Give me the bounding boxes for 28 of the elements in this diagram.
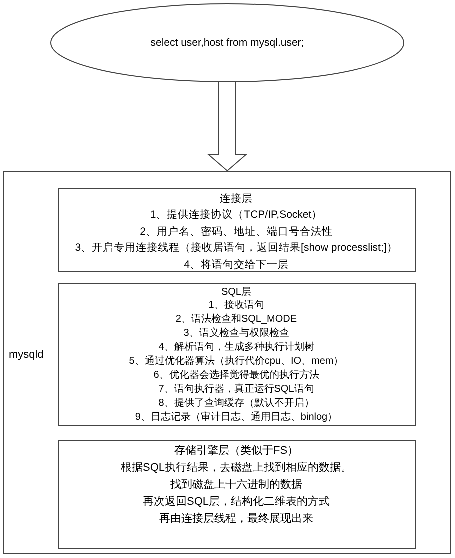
layer-item: 再由连接层线程，最终展现出来 bbox=[160, 512, 314, 526]
layer-item: 2、用户名、密码、地址、端口号合法性 bbox=[140, 224, 333, 240]
layer-item: 3、开启专用连接线程（接收居语句，返回结果[show processlist;]） bbox=[75, 241, 398, 256]
layer-box bbox=[58, 440, 416, 548]
layer-box bbox=[58, 188, 416, 272]
query-ellipse bbox=[50, 3, 405, 83]
layer-heading: 存储引擎层（类似于FS） bbox=[174, 444, 299, 458]
layer-item: 7、语句执行器，真正运行SQL语句 bbox=[158, 382, 314, 397]
layer-heading: 连接层 bbox=[220, 192, 253, 206]
layer-item: 根据SQL执行结果，去磁盘上找到相应的数据。 bbox=[120, 460, 352, 476]
layer-item: 5、通过优化器算法（执行代价cpu、IO、mem） bbox=[129, 355, 344, 369]
block-arrow bbox=[208, 82, 248, 172]
layer-heading: SQL层 bbox=[221, 286, 252, 300]
layer-item: 3、语义检查与权限检查 bbox=[184, 327, 290, 342]
layer-item: 1、提供连接协议（TCP/IP,Socket） bbox=[150, 208, 323, 223]
layer-item: 4、将语句交给下一层 bbox=[184, 258, 289, 272]
query-text: select user,host from mysql.user; bbox=[150, 36, 306, 50]
layer-item: 8、提供了查询缓存（默认不开启） bbox=[158, 396, 314, 411]
container-label: mysqld bbox=[9, 348, 44, 362]
layer-item: 找到磁盘上十六进制的数据 bbox=[170, 478, 302, 492]
container-box bbox=[3, 171, 451, 554]
layer-item: 9、日志记录（审计日志、通用日志、binlog） bbox=[135, 410, 338, 425]
layer-item: 6、优化器会选择觉得最优的执行方法 bbox=[154, 368, 320, 383]
layer-item: 2、语法检查和SQL_MODE bbox=[176, 313, 298, 328]
layer-item: 再次返回SQL层，结构化二维表的方式 bbox=[142, 494, 330, 510]
layer-item: 1、接收语句 bbox=[208, 299, 264, 314]
layer-box bbox=[58, 282, 416, 426]
layer-item: 4、解析语句，生成多种执行计划树 bbox=[158, 341, 314, 356]
